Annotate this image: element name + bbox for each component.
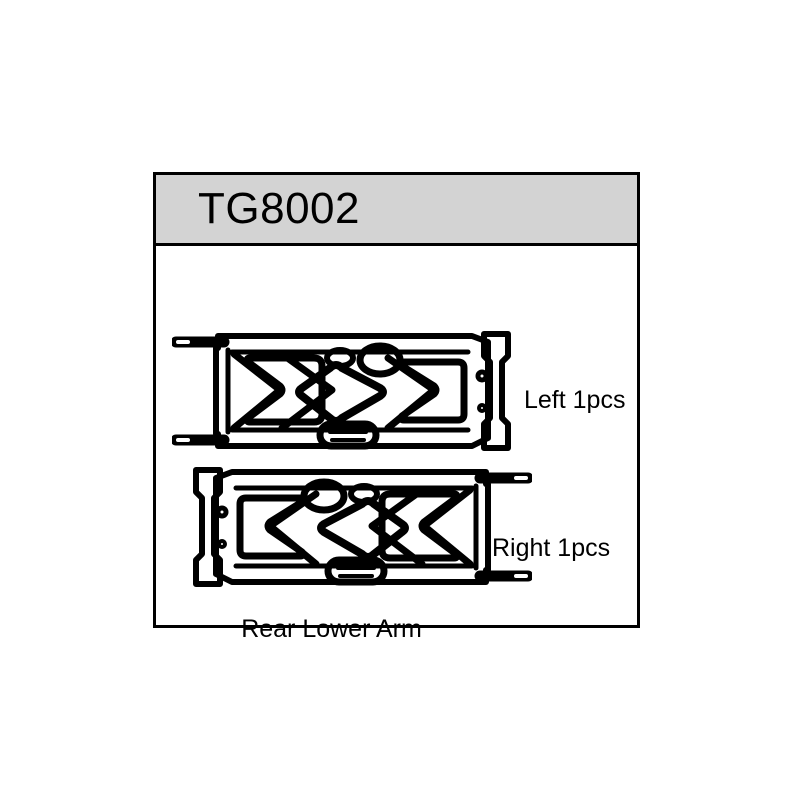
panel-header: TG8002 <box>156 175 637 246</box>
arm-right-svg <box>193 467 532 587</box>
suspension-arm-right-drawing <box>172 464 532 594</box>
part-number: TG8002 <box>198 184 360 233</box>
quantity-label-right: Right 1pcs <box>492 534 611 562</box>
part-caption: Rear Lower Arm <box>241 615 422 643</box>
quantity-label-left: Left 1pcs <box>524 386 626 414</box>
arm-left-svg <box>172 331 511 451</box>
panel-body: Left 1pcs <box>156 246 637 642</box>
parts-diagram-panel: TG8002 <box>153 172 640 642</box>
suspension-arm-left-drawing <box>172 328 532 458</box>
